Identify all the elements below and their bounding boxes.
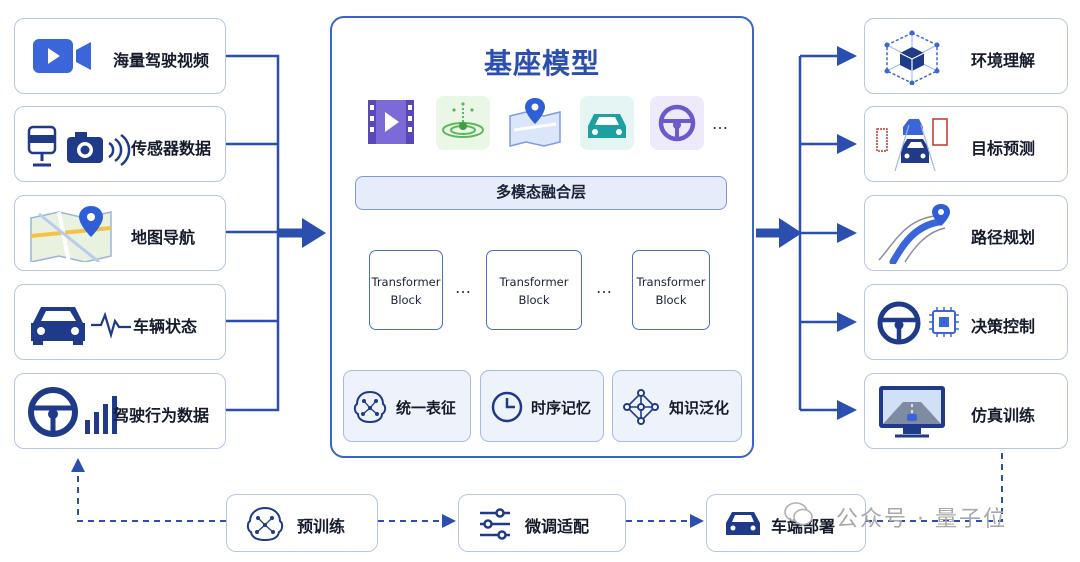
car-icon [580,96,634,150]
steering-wheel-chart-icon [28,387,117,437]
output-label: 决策控制 [971,317,1036,336]
transformer-label: Block [655,293,687,307]
input-item-map: 地图导航 [14,195,226,271]
car-icon [726,512,760,535]
transformer-label: Block [390,293,422,307]
transformer-ellipsis: … [596,278,612,297]
input-label: 传感器数据 [131,139,212,158]
modality-ellipsis: … [712,114,728,133]
input-label: 驾驶行为数据 [113,406,210,425]
input-item-video: 海量驾驶视频 [14,18,226,94]
output-label: 环境理解 [971,51,1036,70]
transformer-block: Transformer Block [632,250,710,330]
input-item-vehicle-state: 车辆状态 [14,284,226,360]
output-item-simulation-training: 仿真训练 [864,373,1068,449]
monitor-simulation-icon [879,386,945,438]
output-item-target-prediction: 目标预测 [864,106,1068,182]
output-big-arrow-head [779,218,802,248]
brain-network-icon [353,390,387,424]
stage-pretraining: 预训练 [226,494,378,552]
stage-deployment: 车端部署 [706,494,866,552]
video-film-icon [368,100,414,144]
transformer-label: Transformer [636,275,706,289]
transformer-block: Transformer Block [486,250,582,330]
output-label: 仿真训练 [971,406,1036,425]
road-route-icon [878,204,950,264]
transformer-ellipsis: … [455,278,471,297]
transformer-block: Transformer Block [369,250,443,330]
steering-chip-icon [877,301,959,345]
input-item-sensor: 传感器数据 [14,106,226,182]
transformer-label: Block [518,293,550,307]
capability-label: 统一表征 [396,399,457,417]
lidar-camera-icon [27,125,131,167]
input-big-arrow-head [302,218,326,248]
output-item-path-planning: 路径规划 [864,195,1068,271]
clock-icon [491,391,523,423]
steering-wheel-icon [650,96,704,150]
input-item-driving-behavior: 驾驶行为数据 [14,373,226,449]
cube-network-icon [884,30,940,85]
stage-label: 微调适配 [525,517,590,536]
input-connectors [226,54,280,412]
capability-knowledge-generalization: 知识泛化 [612,370,742,442]
map-pin-icon [509,98,561,147]
output-connectors [798,46,857,420]
output-label: 路径规划 [971,228,1036,247]
car-heartbeat-icon [31,307,131,345]
sensor-signal-icon [436,96,490,150]
wechat-logo-icon [784,502,813,526]
capability-label: 时序记忆 [531,399,592,417]
fusion-layer: 多模态融合层 [355,176,727,210]
stage-label: 车端部署 [771,517,836,536]
knowledge-graph-icon [623,389,659,425]
sliders-icon [480,508,510,540]
page-title: 基座模型 [483,47,600,80]
output-item-decision-control: 决策控制 [864,284,1068,360]
video-camera-icon [33,39,91,73]
vehicle-tracking-icon [876,118,948,172]
capability-unified-representation: 统一表征 [343,370,471,442]
stage-finetuning: 微调适配 [458,494,626,552]
transformer-label: Transformer [371,275,441,289]
output-item-environment: 环境理解 [864,18,1068,94]
map-navigation-icon [30,206,112,262]
capability-label: 知识泛化 [669,399,730,417]
input-label: 地图导航 [131,228,196,247]
transformer-label: Transformer [499,275,569,289]
stage-label: 预训练 [297,517,346,536]
pipeline-connectors [71,450,1003,528]
input-label: 车辆状态 [133,317,198,336]
watermark-text: 公众号 · 量子位 [836,507,1007,532]
output-label: 目标预测 [971,139,1036,158]
capability-temporal-memory: 时序记忆 [480,370,604,442]
input-label: 海量驾驶视频 [113,51,210,70]
brain-icon [246,506,284,542]
